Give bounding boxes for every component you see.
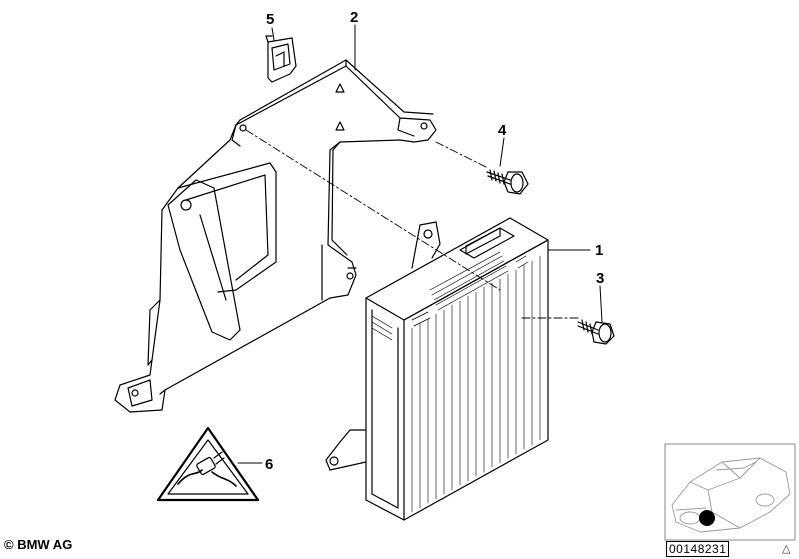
callout-5: 5: [266, 11, 274, 28]
control-unit: [325, 217, 549, 521]
location-dot: [699, 510, 715, 526]
triangle-icon: △: [782, 542, 791, 555]
callout-labels: 1 2 3 4 5 6: [265, 9, 604, 473]
screw-part-3: [577, 319, 615, 345]
callout-3: 3: [596, 270, 604, 287]
vehicle-locator-inset: [664, 443, 796, 541]
mounting-bracket: [114, 59, 437, 413]
callout-6: 6: [265, 456, 273, 473]
screw-part-4: [486, 169, 529, 195]
warning-triangle-icon: [156, 426, 260, 502]
clip-part-5: [265, 35, 297, 83]
callout-1: 1: [595, 242, 603, 259]
image-number: 00148231: [666, 541, 730, 557]
copyright-text: © BMW AG: [4, 537, 73, 552]
callout-4: 4: [498, 122, 507, 139]
callout-2: 2: [350, 9, 358, 26]
